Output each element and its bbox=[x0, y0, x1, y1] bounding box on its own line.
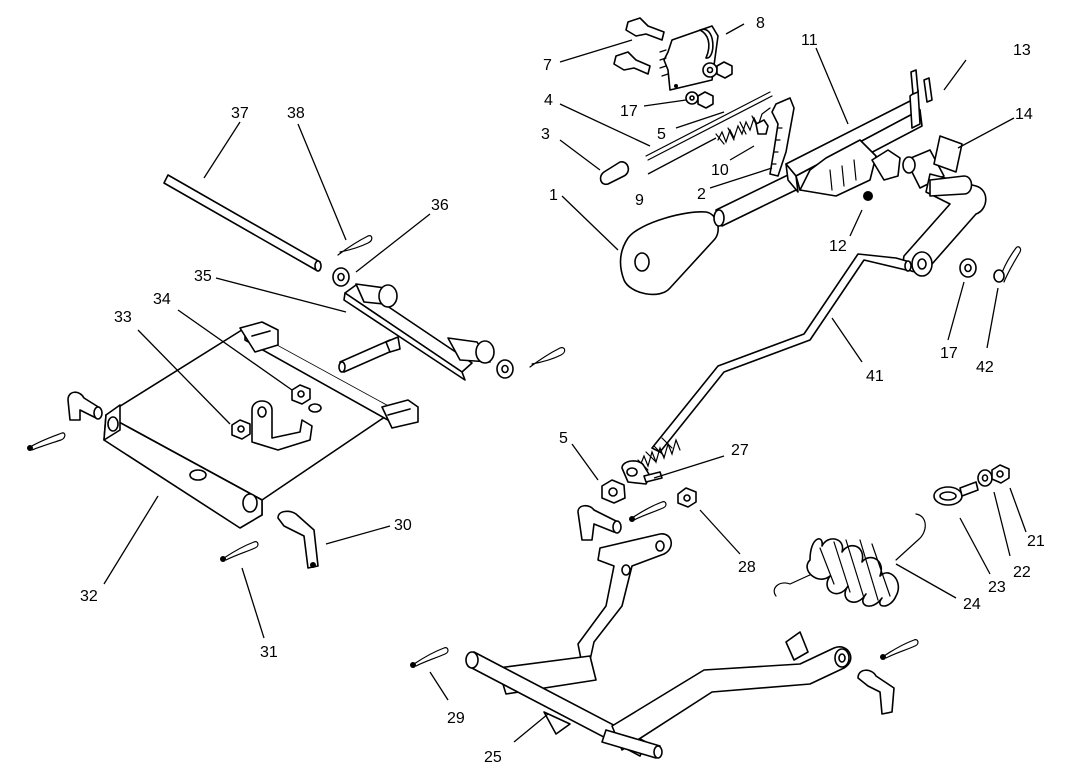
crank-arm-part bbox=[902, 135, 987, 277]
clevis-pin-part bbox=[67, 391, 103, 421]
callout-10: 10 bbox=[711, 162, 729, 179]
ball-part bbox=[863, 191, 873, 201]
nut-part bbox=[231, 419, 251, 440]
pivot-bracket-part bbox=[338, 283, 495, 381]
hair-pin-part bbox=[410, 647, 449, 668]
callout-22: 22 bbox=[1013, 564, 1031, 581]
hair-pin-part bbox=[337, 235, 373, 256]
nut-part bbox=[601, 479, 626, 504]
callout-24: 24 bbox=[963, 596, 981, 613]
clevis-pin-part bbox=[577, 504, 622, 541]
hair-pin-part bbox=[529, 347, 566, 368]
clevis-bracket-part bbox=[251, 400, 313, 451]
callout-31: 31 bbox=[260, 644, 278, 661]
callout-17-upper: 17 bbox=[620, 103, 638, 120]
callout-42: 42 bbox=[976, 359, 994, 376]
callout-7: 7 bbox=[543, 57, 552, 74]
callout-41: 41 bbox=[866, 368, 884, 385]
callout-30: 30 bbox=[394, 517, 412, 534]
washer-part bbox=[496, 359, 514, 379]
callout-23: 23 bbox=[988, 579, 1006, 596]
callout-13: 13 bbox=[1013, 42, 1031, 59]
washer-part bbox=[959, 258, 977, 278]
nut-part bbox=[991, 464, 1010, 484]
rod-part bbox=[163, 174, 322, 272]
hair-pin-part bbox=[629, 501, 667, 522]
handle-part bbox=[619, 211, 719, 296]
nut-part bbox=[716, 61, 733, 79]
callout-5-lower: 5 bbox=[559, 430, 568, 447]
clevis-eye-part bbox=[621, 460, 663, 485]
washer-part bbox=[685, 91, 699, 105]
callout-35: 35 bbox=[194, 268, 212, 285]
callout-27: 27 bbox=[731, 442, 749, 459]
nut-part bbox=[697, 91, 714, 109]
ratchet-plate-part bbox=[659, 25, 719, 91]
callout-9: 9 bbox=[635, 192, 644, 209]
connecting-rod-part bbox=[637, 253, 912, 471]
eye-bolt-part bbox=[933, 481, 979, 506]
clevis-pin-part bbox=[277, 510, 319, 569]
callout-21: 21 bbox=[1027, 533, 1045, 550]
bolt-part bbox=[613, 17, 665, 75]
callout-36: 36 bbox=[431, 197, 449, 214]
hair-pin-part bbox=[880, 639, 919, 660]
callout-14: 14 bbox=[1015, 106, 1033, 123]
callout-3: 3 bbox=[541, 126, 550, 143]
callout-32: 32 bbox=[80, 588, 98, 605]
pin-part bbox=[910, 69, 933, 103]
release-plate-part bbox=[769, 97, 795, 177]
hair-pin-part bbox=[27, 432, 66, 451]
pin-part bbox=[755, 119, 769, 135]
lift-arm-assembly-part bbox=[465, 533, 852, 759]
callout-37: 37 bbox=[231, 105, 249, 122]
extension-spring-part bbox=[773, 513, 926, 607]
callout-1: 1 bbox=[549, 187, 558, 204]
callout-29: 29 bbox=[447, 710, 465, 727]
hair-pin-part bbox=[993, 246, 1022, 283]
callout-4: 4 bbox=[544, 92, 553, 109]
callout-5-upper: 5 bbox=[657, 126, 666, 143]
main-frame-part bbox=[785, 89, 923, 197]
callout-12: 12 bbox=[829, 238, 847, 255]
washer-part bbox=[702, 62, 718, 78]
callout-33: 33 bbox=[114, 309, 132, 326]
nut-part bbox=[291, 384, 311, 405]
rod-part bbox=[645, 91, 773, 161]
callout-28: 28 bbox=[738, 559, 756, 576]
callout-17-lower: 17 bbox=[940, 345, 958, 362]
leader-lines bbox=[103, 23, 1027, 743]
callout-11: 11 bbox=[801, 32, 818, 49]
cap-part bbox=[599, 161, 630, 186]
tube-part bbox=[713, 173, 797, 227]
callout-25: 25 bbox=[484, 749, 502, 766]
nut-part bbox=[677, 487, 697, 508]
washer-part bbox=[332, 267, 350, 287]
callout-8: 8 bbox=[756, 15, 765, 32]
clevis-pin-part bbox=[857, 669, 895, 715]
callout-34: 34 bbox=[153, 291, 171, 308]
washer-part bbox=[977, 469, 993, 487]
callout-2: 2 bbox=[697, 186, 706, 203]
callout-38: 38 bbox=[287, 105, 305, 122]
hair-pin-part bbox=[220, 541, 259, 562]
